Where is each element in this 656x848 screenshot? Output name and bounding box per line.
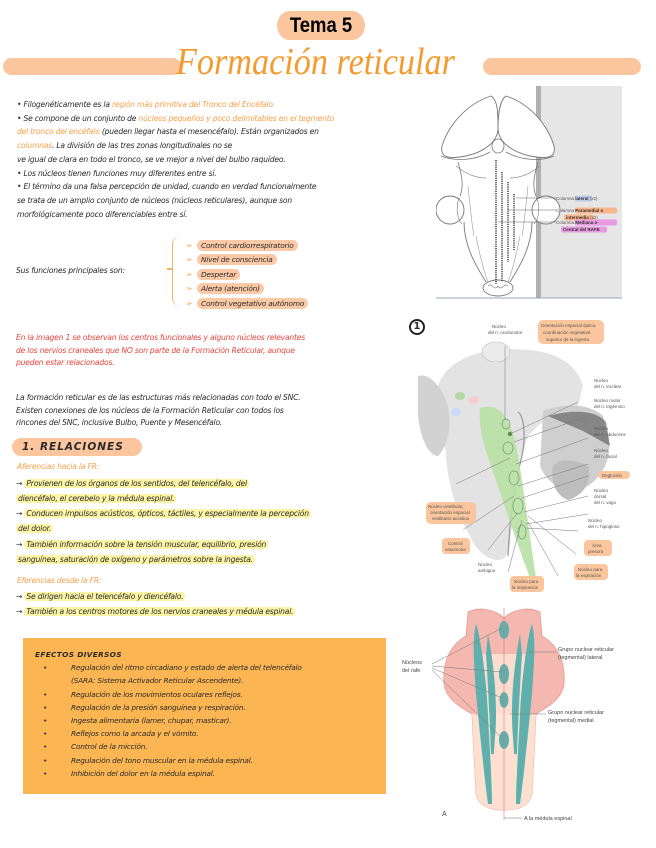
svg-text:Columna lateral (x2): Columna lateral (x2) <box>556 196 598 201</box>
function-item: ➢Control cardiorrespiratorio <box>186 238 308 252</box>
svg-text:(tegmental) lateral: (tegmental) lateral <box>558 655 602 661</box>
intro-line: • El término da una falsa percepción de … <box>17 182 317 192</box>
title-decor-left <box>3 58 181 75</box>
svg-text:vasomotor: vasomotor <box>445 547 467 552</box>
intro-line: se trata de un amplio conjunto de núcleo… <box>17 195 292 205</box>
function-item: ➢Nivel de consciencia <box>186 253 308 267</box>
svg-text:Núcleo motor: Núcleo motor <box>594 398 621 403</box>
svg-text:Orientación espacial óptica,: Orientación espacial óptica, <box>541 323 596 328</box>
efectos-box: EFECTOS DIVERSOS Regulación del ritmo ci… <box>23 638 386 794</box>
svg-text:del n. hipogloso: del n. hipogloso <box>588 524 620 529</box>
intro-line: ve igual de clara en todo el tronco, se … <box>17 154 286 164</box>
svg-text:Columna Paramedial o: Columna Paramedial o <box>556 208 604 213</box>
svg-text:intermedia (x2): intermedia (x2) <box>566 215 598 220</box>
function-item: ➢Alerta (atención) <box>186 282 308 296</box>
svg-text:(tegmental) medial: (tegmental) medial <box>548 718 594 724</box>
page-title: Formación reticular <box>176 41 455 83</box>
arrow-icon: ➢ <box>186 269 193 279</box>
arrow-icon: ➢ <box>186 284 193 293</box>
image-note: En la imagen 1 se observan los centros f… <box>16 333 306 367</box>
list-item: Reflejos como la arcada y el vómito. <box>35 727 374 740</box>
figure-number-badge: 1 <box>409 319 425 335</box>
svg-text:Central del RAFE: Central del RAFE <box>563 227 600 232</box>
functions-list: ➢Control cardiorrespiratorio ➢Nivel de c… <box>186 238 309 311</box>
arrow-icon: ➢ <box>186 298 193 308</box>
svg-text:Columna Mediana o: Columna Mediana o <box>556 220 598 225</box>
column-labels: Columna lateral (x2) Columna lateral (x2… <box>556 195 617 233</box>
svg-text:ambiguo: ambiguo <box>478 568 496 573</box>
svg-text:Deglución: Deglución <box>602 473 623 478</box>
efectos-list: Regulación del ritmo circadiano y estado… <box>35 661 374 780</box>
eferencias-list: → Se dirigen hacia el telencéfalo y dien… <box>16 592 296 616</box>
svg-text:la inspiración: la inspiración <box>512 585 539 590</box>
svg-text:la espiración: la espiración <box>576 573 602 578</box>
svg-text:Área: Área <box>592 542 602 548</box>
brainstem-columns-figure: Columna lateral (x2) Columna lateral (x2… <box>436 86 622 300</box>
svg-text:Núcleo para: Núcleo para <box>514 579 539 584</box>
svg-text:orientación espacial: orientación espacial <box>430 510 470 515</box>
aferencias-heading: Aferencias hacia la FR: <box>17 462 100 471</box>
functions-label: Sus funciones principales son: <box>16 266 125 275</box>
brace-decor <box>167 236 182 306</box>
list-item: Ingesta alimentaria (lamer, chupar, mast… <box>35 714 374 727</box>
intro-line: columnas. La división de las tres zonas … <box>17 141 233 151</box>
svg-text:Núcleo: Núcleo <box>588 518 603 523</box>
list-item: Control de la micción. <box>35 740 374 753</box>
svg-text:del n. trigémino: del n. trigémino <box>594 404 625 409</box>
svg-text:Núcleo: Núcleo <box>492 324 507 329</box>
list-item: Regulación del ritmo circadiano y estado… <box>35 661 374 674</box>
intro-line: • Se compone de un conjunto de núcleos p… <box>17 113 334 123</box>
svg-text:Núcleos: Núcleos <box>402 660 422 666</box>
svg-text:A la médula espinal: A la médula espinal <box>524 816 572 822</box>
svg-text:coordinación vegetativa: coordinación vegetativa <box>543 330 591 335</box>
intro-line: del tronco del encéfalo (pueden llegar h… <box>17 127 319 137</box>
intro-line: • Filogenéticamente es la región más pri… <box>17 100 276 109</box>
svg-text:presora: presora <box>588 549 604 554</box>
list-item: Regulación de la presión sanguínea y res… <box>35 701 374 714</box>
list-item: Inhibición del dolor en la médula espina… <box>35 767 374 780</box>
function-item: ➢Despertar <box>186 267 308 281</box>
svg-text:Núcleo: Núcleo <box>594 488 609 493</box>
intro-line: morfológicamente poco diferenciables ent… <box>17 209 188 219</box>
svg-text:del n. facial: del n. facial <box>594 454 617 459</box>
svg-text:Núcleo vestibular,: Núcleo vestibular, <box>428 504 464 509</box>
svg-text:Núcleo: Núcleo <box>478 562 493 567</box>
efectos-heading: EFECTOS DIVERSOS <box>35 650 122 659</box>
svg-text:del rafe: del rafe <box>402 668 420 674</box>
intro-line: • Los núcleos tienen funciones muy difer… <box>17 168 217 178</box>
arrow-icon: ➢ <box>186 240 193 250</box>
svg-text:del n. vago: del n. vago <box>594 500 617 505</box>
intro-bullets: • Filogenéticamente es la región más pri… <box>17 98 423 221</box>
list-item: Regulación de los movimientos oculares r… <box>35 688 374 701</box>
eferencias-heading: Eferencias desde la FR: <box>17 576 102 585</box>
arrow-icon: ➢ <box>186 255 193 264</box>
title-decor-right <box>483 58 641 75</box>
svg-text:Núcleo: Núcleo <box>594 426 609 431</box>
list-item: (SARA: Sistema Activador Reticular Ascen… <box>71 676 244 686</box>
svg-text:del n. abducens: del n. abducens <box>594 432 627 437</box>
svg-text:del n. troclear: del n. troclear <box>594 384 622 389</box>
svg-text:Grupo nuclear reticular: Grupo nuclear reticular <box>548 710 604 716</box>
list-item: Regulación del tono muscular en la médul… <box>35 754 374 767</box>
svg-text:Núcleo: Núcleo <box>594 448 609 453</box>
svg-text:A: A <box>442 811 447 818</box>
svg-text:Núcleo: Núcleo <box>594 378 609 383</box>
brainstem-dorsal-figure: Grupo nuclear reticular (tegmental) late… <box>396 604 656 826</box>
svg-text:superior de la ingesta: superior de la ingesta <box>546 337 590 342</box>
section-heading: 1. RELACIONES <box>12 438 142 456</box>
svg-text:del n. oculomotor: del n. oculomotor <box>488 330 523 335</box>
svg-text:dorsal: dorsal <box>594 494 606 499</box>
aferencias-list: → Provienen de los órganos de los sentid… <box>16 479 311 564</box>
svg-text:vestibular acústica: vestibular acústica <box>432 516 470 521</box>
topic-badge: Tema 5 <box>277 11 365 40</box>
snc-note: La formación reticular es de las estruct… <box>16 393 301 427</box>
svg-text:Núcleo para: Núcleo para <box>578 567 603 572</box>
svg-text:Control: Control <box>448 541 463 546</box>
svg-text:Grupo nuclear reticular: Grupo nuclear reticular <box>558 647 614 653</box>
function-item: ➢Control vegetativo autónomo <box>186 296 309 310</box>
